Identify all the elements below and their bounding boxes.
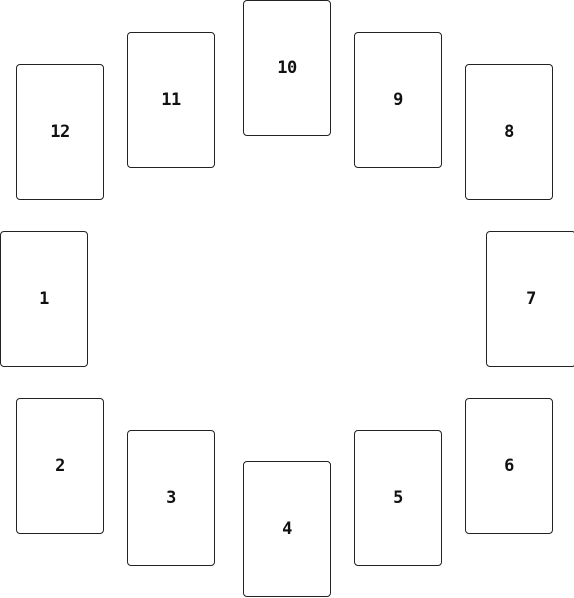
card-number-label: 12 (50, 122, 70, 142)
card-position-5[interactable]: 5 (354, 430, 442, 566)
card-number-label: 5 (393, 488, 403, 508)
card-number-label: 10 (277, 58, 297, 78)
card-position-1[interactable]: 1 (0, 231, 88, 367)
card-number-label: 6 (504, 456, 514, 476)
card-position-12[interactable]: 12 (16, 64, 104, 200)
card-position-2[interactable]: 2 (16, 398, 104, 534)
card-position-11[interactable]: 11 (127, 32, 215, 168)
card-position-7[interactable]: 7 (486, 231, 574, 367)
card-number-label: 7 (526, 289, 536, 309)
card-number-label: 8 (504, 122, 514, 142)
card-position-8[interactable]: 8 (465, 64, 553, 200)
card-number-label: 3 (166, 488, 176, 508)
card-position-3[interactable]: 3 (127, 430, 215, 566)
card-position-9[interactable]: 9 (354, 32, 442, 168)
card-number-label: 11 (161, 90, 181, 110)
card-position-4[interactable]: 4 (243, 461, 331, 597)
card-position-6[interactable]: 6 (465, 398, 553, 534)
card-number-label: 9 (393, 90, 403, 110)
card-position-10[interactable]: 10 (243, 0, 331, 136)
card-number-label: 4 (282, 519, 292, 539)
card-number-label: 2 (55, 456, 65, 476)
card-number-label: 1 (39, 289, 49, 309)
